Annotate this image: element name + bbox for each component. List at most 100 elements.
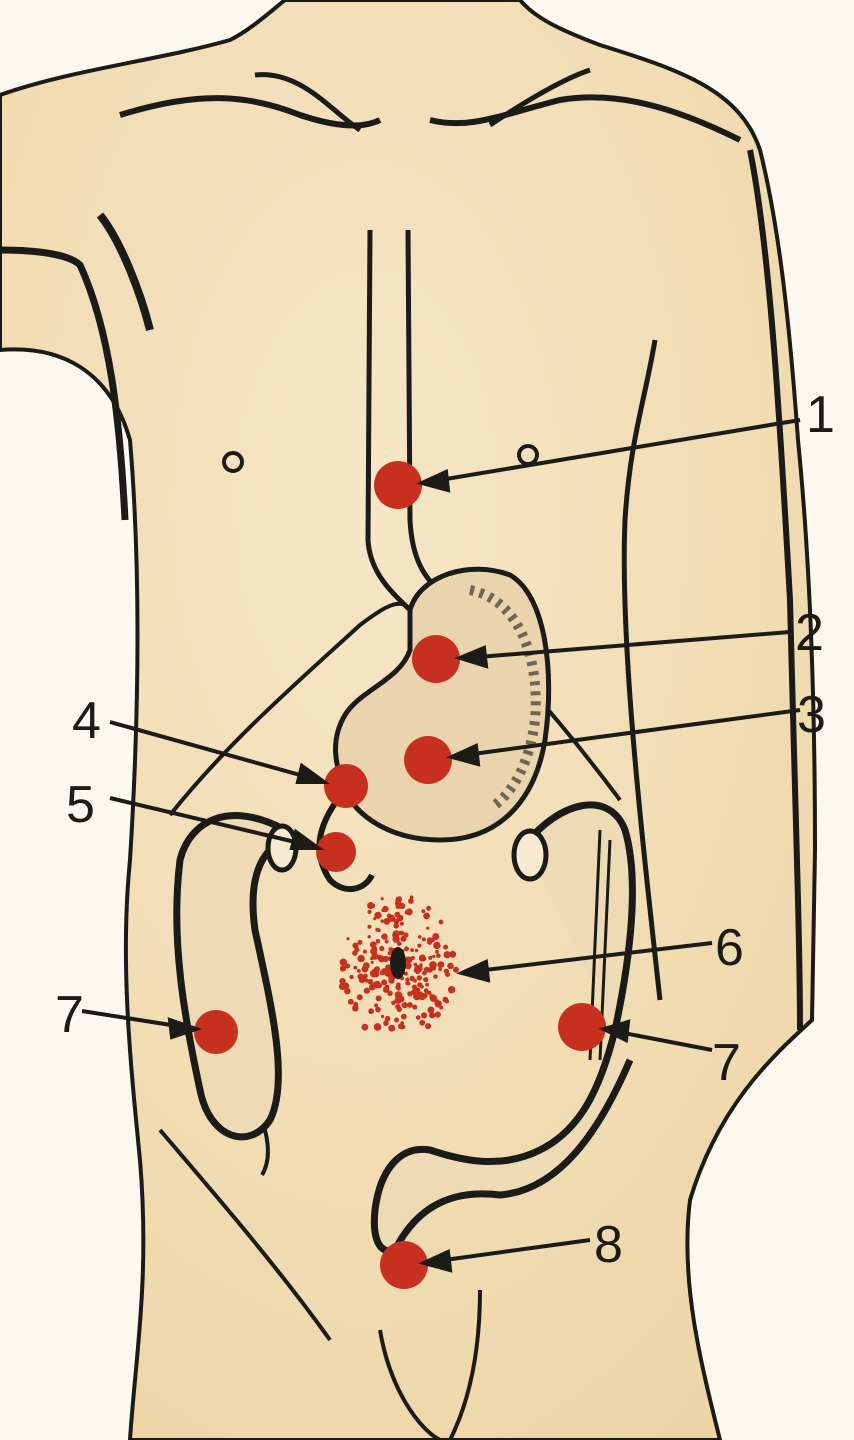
stipple-dot bbox=[385, 985, 390, 990]
stipple-dot bbox=[416, 1015, 421, 1020]
stipple-dot bbox=[352, 950, 358, 956]
stipple-dot bbox=[385, 1016, 391, 1022]
stipple-dot bbox=[435, 950, 439, 954]
stipple-dot bbox=[376, 939, 381, 944]
stipple-dot bbox=[413, 979, 417, 983]
stipple-dot bbox=[375, 928, 379, 932]
stipple-dot bbox=[427, 967, 433, 973]
stipple-dot bbox=[418, 935, 422, 939]
stipple-dot bbox=[381, 1015, 384, 1018]
marker-label-7-left: 7 bbox=[55, 986, 84, 1044]
stipple-dot bbox=[446, 972, 449, 975]
stipple-dot bbox=[439, 1005, 443, 1009]
lesion-dot-2 bbox=[412, 635, 460, 683]
stipple-dot bbox=[340, 965, 346, 971]
stipple-dot bbox=[380, 919, 383, 922]
stipple-dot bbox=[383, 918, 390, 925]
stipple-dot bbox=[373, 942, 377, 946]
stipple-dot bbox=[398, 931, 402, 935]
stipple-dot bbox=[399, 903, 405, 909]
lesion-dot-5 bbox=[316, 832, 356, 872]
stipple-dot bbox=[380, 970, 385, 975]
stipple-dot bbox=[413, 995, 417, 999]
stipple-dot bbox=[433, 942, 440, 949]
stipple-dot bbox=[357, 969, 361, 973]
stipple-dot bbox=[358, 940, 363, 945]
stipple-dot bbox=[388, 1025, 395, 1032]
stipple-dot bbox=[423, 977, 428, 982]
stipple-dot bbox=[395, 1004, 400, 1009]
stipple-dot bbox=[443, 945, 448, 950]
stipple-dot bbox=[407, 1002, 413, 1008]
stipple-dot bbox=[367, 910, 371, 914]
stipple-dot bbox=[406, 908, 413, 915]
stipple-dot bbox=[367, 925, 371, 929]
stipple-dot bbox=[357, 994, 363, 1000]
lesion-dot-3 bbox=[404, 736, 452, 784]
stipple-dot bbox=[410, 895, 414, 899]
stipple-dot bbox=[400, 922, 404, 926]
marker-label-2: 2 bbox=[795, 604, 824, 662]
stipple-dot bbox=[364, 988, 370, 994]
stipple-dot bbox=[436, 953, 441, 958]
stipple-dot bbox=[352, 943, 358, 949]
stipple-dot bbox=[382, 906, 388, 912]
stipple-dot bbox=[401, 1004, 404, 1007]
stipple-dot bbox=[428, 956, 432, 960]
stipple-dot bbox=[417, 944, 421, 948]
stipple-dot bbox=[453, 967, 459, 973]
stipple-dot bbox=[375, 1007, 381, 1013]
stipple-dot bbox=[426, 927, 429, 930]
stipple-dot bbox=[345, 983, 349, 987]
stipple-dot bbox=[349, 975, 353, 979]
stipple-dot bbox=[395, 985, 400, 990]
stipple-dot bbox=[346, 937, 349, 940]
marker-label-3: 3 bbox=[797, 686, 826, 744]
stipple-dot bbox=[419, 955, 426, 962]
marker-label-7-right: 7 bbox=[712, 1034, 741, 1092]
stipple-dot bbox=[387, 991, 392, 996]
lesion-dot-7-left bbox=[194, 1010, 238, 1054]
stipple-dot bbox=[339, 978, 345, 984]
stipple-dot bbox=[363, 950, 367, 954]
stipple-dot bbox=[435, 1012, 441, 1018]
stipple-dot bbox=[440, 963, 444, 967]
stipple-dot bbox=[381, 897, 384, 900]
stipple-dot bbox=[369, 984, 376, 991]
stipple-dot bbox=[394, 1018, 398, 1022]
stipple-dot bbox=[415, 970, 419, 974]
stipple-dot bbox=[426, 991, 429, 994]
stipple-dot bbox=[429, 1012, 435, 1018]
lesion-dot-7-right bbox=[558, 1003, 606, 1051]
stipple-dot bbox=[414, 963, 418, 967]
stipple-dot bbox=[353, 1002, 358, 1007]
stipple-dot bbox=[426, 906, 431, 911]
stipple-dot bbox=[372, 969, 375, 972]
stipple-dot bbox=[405, 978, 409, 982]
stipple-dot bbox=[425, 983, 429, 987]
stipple-dot bbox=[381, 979, 387, 985]
stipple-dot bbox=[449, 953, 453, 957]
stipple-dot bbox=[421, 1012, 427, 1018]
marker-label-6: 6 bbox=[715, 919, 744, 977]
stipple-dot bbox=[412, 1005, 417, 1010]
stipple-dot bbox=[398, 1023, 404, 1029]
stipple-dot bbox=[422, 937, 426, 941]
stipple-dot bbox=[410, 948, 414, 952]
stipple-dot bbox=[363, 974, 368, 979]
stipple-dot bbox=[400, 936, 406, 942]
stipple-dot bbox=[395, 997, 402, 1004]
stipple-dot bbox=[374, 1003, 378, 1007]
stipple-dot bbox=[447, 963, 454, 970]
marker-label-8: 8 bbox=[594, 1216, 623, 1274]
stipple-dot bbox=[438, 967, 442, 971]
stipple-dot bbox=[376, 983, 382, 989]
stipple-dot bbox=[411, 989, 417, 995]
marker-label-5: 5 bbox=[66, 776, 95, 834]
marker-label-1: 1 bbox=[806, 386, 835, 444]
stipple-dot bbox=[381, 933, 387, 939]
descending-colon-lumen bbox=[514, 831, 546, 879]
stipple-dot bbox=[368, 935, 371, 938]
